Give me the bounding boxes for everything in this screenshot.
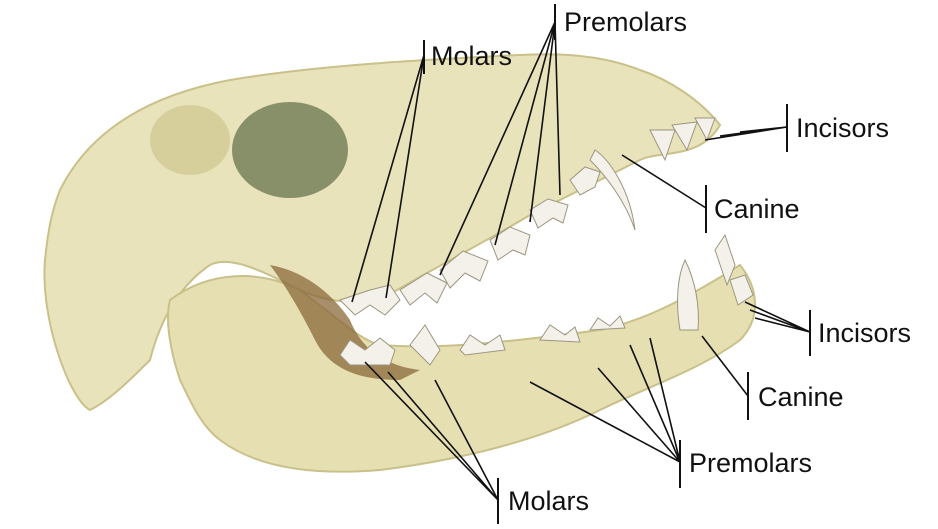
label-group-molars-upper: Molars <box>351 40 512 303</box>
label-group-incisors-upper: Incisors <box>704 104 889 152</box>
label-premolars-lower: Premolars <box>689 448 812 478</box>
orbit-shadow <box>150 105 230 175</box>
label-premolars-upper: Premolars <box>564 7 687 37</box>
label-group-incisors-lower: Incisors <box>744 301 911 356</box>
label-molars-upper: Molars <box>431 41 512 71</box>
label-group-canine-lower: Canine <box>701 335 844 420</box>
lower-canine-tooth <box>677 258 699 331</box>
label-canine-lower: Canine <box>758 382 844 412</box>
upper-canine-tooth <box>589 149 636 231</box>
label-incisors-lower: Incisors <box>818 318 911 348</box>
label-incisors-upper: Incisors <box>796 113 889 143</box>
label-group-molars-lower: Molars <box>364 361 589 524</box>
lower-teeth <box>339 233 754 366</box>
label-canine-upper: Canine <box>714 194 800 224</box>
lower-jaw <box>167 263 756 473</box>
label-group-premolars-lower: Premolars <box>529 337 812 488</box>
upper-teeth <box>339 117 716 316</box>
label-group-canine-upper: Canine <box>621 154 800 233</box>
eye-orbit <box>232 102 348 198</box>
mouth-cavity <box>270 265 420 380</box>
label-molars-lower: Molars <box>508 486 589 516</box>
skull-illustration <box>43 53 756 473</box>
label-group-premolars-upper: Premolars <box>439 4 687 276</box>
